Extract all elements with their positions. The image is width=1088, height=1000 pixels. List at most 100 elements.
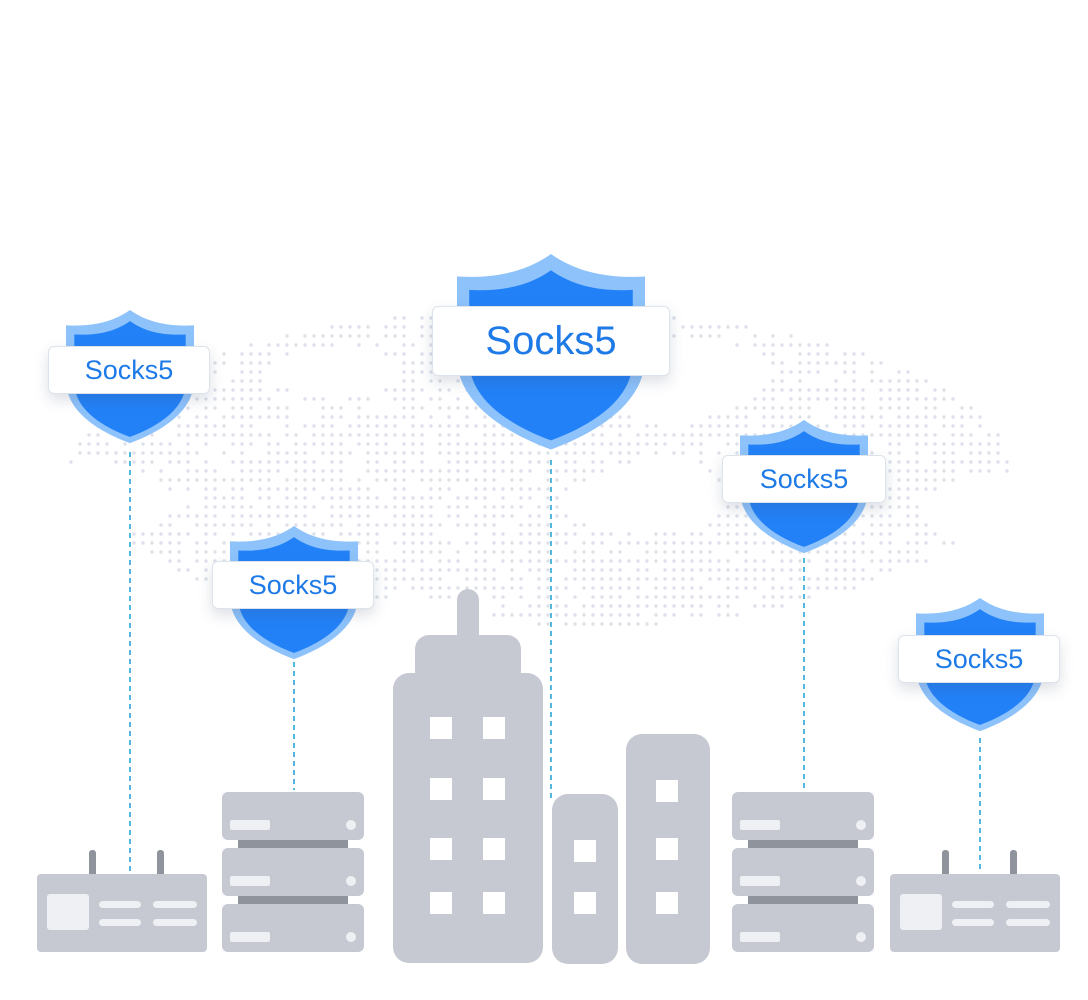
map-dot: [384, 433, 388, 437]
map-dot: [726, 424, 730, 428]
map-dot: [528, 541, 532, 545]
map-dot: [591, 622, 595, 626]
map-dot: [690, 577, 694, 581]
map-dot: [879, 523, 883, 527]
map-dot: [429, 550, 433, 554]
map-dot: [789, 388, 793, 392]
map-dot: [627, 541, 631, 545]
map-dot: [438, 478, 442, 482]
map-dot: [645, 442, 649, 446]
map-dot: [168, 541, 172, 545]
map-dot: [924, 469, 928, 473]
map-dot: [411, 406, 415, 410]
map-dot: [510, 586, 514, 590]
map-dot: [852, 424, 856, 428]
map-dot: [285, 388, 289, 392]
map-dot: [879, 568, 883, 572]
map-dot: [339, 505, 343, 509]
map-dot: [195, 397, 199, 401]
map-dot: [204, 397, 208, 401]
map-dot: [600, 586, 604, 590]
map-dot: [672, 316, 676, 320]
map-dot: [222, 397, 226, 401]
map-dot: [420, 541, 424, 545]
map-dot: [735, 343, 739, 347]
map-dot: [978, 451, 982, 455]
map-dot: [402, 541, 406, 545]
map-dot: [213, 424, 217, 428]
map-dot: [546, 523, 550, 527]
map-dot: [429, 343, 433, 347]
map-dot: [771, 424, 775, 428]
map-dot: [780, 343, 784, 347]
map-dot: [429, 415, 433, 419]
map-dot: [582, 577, 586, 581]
map-dot: [339, 415, 343, 419]
map-dot: [834, 397, 838, 401]
map-dot: [609, 604, 613, 608]
map-dot: [726, 415, 730, 419]
map-dot: [168, 478, 172, 482]
map-dot: [636, 559, 640, 563]
map-dot: [735, 433, 739, 437]
map-dot: [843, 541, 847, 545]
map-dot: [537, 451, 541, 455]
map-dot: [654, 577, 658, 581]
map-dot: [933, 406, 937, 410]
map-dot: [429, 487, 433, 491]
map-dot: [375, 433, 379, 437]
map-dot: [609, 451, 613, 455]
map-dot: [978, 460, 982, 464]
map-dot: [591, 532, 595, 536]
map-dot: [528, 550, 532, 554]
map-dot: [231, 433, 235, 437]
server-stack-left: [222, 792, 364, 952]
map-dot: [780, 604, 784, 608]
map-dot: [798, 415, 802, 419]
map-dot: [690, 586, 694, 590]
map-dot: [474, 442, 478, 446]
map-dot: [357, 406, 361, 410]
map-dot: [231, 514, 235, 518]
map-dot: [330, 523, 334, 527]
map-dot: [744, 424, 748, 428]
map-dot: [213, 469, 217, 473]
map-dot: [663, 550, 667, 554]
map-dot: [384, 559, 388, 563]
map-dot: [582, 523, 586, 527]
map-dot: [798, 352, 802, 356]
map-dot: [897, 442, 901, 446]
map-dot: [384, 505, 388, 509]
map-dot: [357, 334, 361, 338]
map-dot: [150, 433, 154, 437]
map-dot: [753, 406, 757, 410]
map-dot: [294, 433, 298, 437]
map-dot: [177, 460, 181, 464]
map-dot: [762, 541, 766, 545]
map-dot: [942, 424, 946, 428]
map-dot: [627, 532, 631, 536]
map-dot: [483, 559, 487, 563]
map-dot: [735, 532, 739, 536]
map-dot: [411, 388, 415, 392]
map-dot: [915, 397, 919, 401]
map-dot: [492, 523, 496, 527]
map-dot: [519, 487, 523, 491]
map-dot: [213, 496, 217, 500]
map-dot: [978, 415, 982, 419]
map-dot: [654, 613, 658, 617]
map-dot: [465, 523, 469, 527]
map-dot: [258, 379, 262, 383]
map-dot: [726, 613, 730, 617]
map-dot: [627, 424, 631, 428]
map-dot: [501, 469, 505, 473]
map-dot: [474, 541, 478, 545]
map-dot: [231, 388, 235, 392]
map-dot: [177, 568, 181, 572]
map-dot: [798, 388, 802, 392]
map-dot: [447, 586, 451, 590]
map-dot: [807, 352, 811, 356]
map-dot: [699, 604, 703, 608]
map-dot: [690, 550, 694, 554]
map-dot: [213, 505, 217, 509]
